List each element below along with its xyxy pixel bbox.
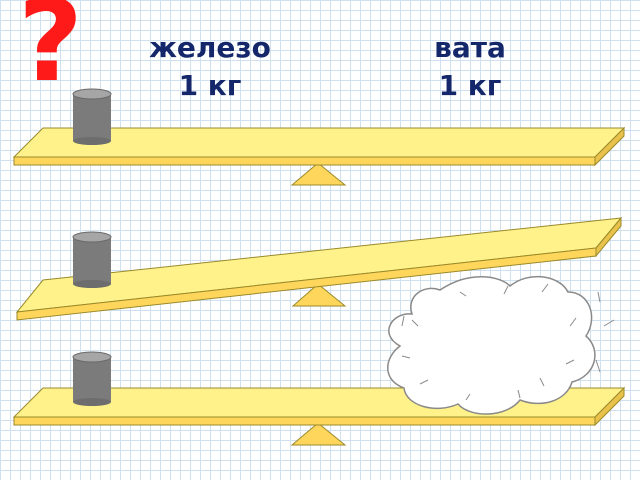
cotton-mass-label: 1 кг	[438, 69, 502, 102]
iron-mass-label: 1 кг	[178, 69, 242, 102]
scale-tilted-middle	[15, 216, 623, 321]
scale-level-top	[12, 88, 626, 186]
iron-weight-icon	[72, 231, 112, 288]
plank-front-edge	[13, 156, 596, 166]
fulcrum-icon	[290, 162, 347, 186]
cotton-cloud-icon	[387, 275, 615, 415]
cotton-label: вата	[434, 31, 506, 64]
plank-side-edge	[594, 386, 625, 427]
plank-side-edge	[594, 126, 625, 167]
iron-weight-icon	[72, 351, 112, 406]
question-mark: ?	[18, 0, 83, 107]
fulcrum-icon	[290, 422, 347, 446]
plank-front-edge	[13, 416, 596, 426]
iron-weight-icon	[72, 88, 112, 145]
plank-side-edge	[595, 216, 622, 258]
iron-label: железо	[149, 31, 271, 64]
fulcrum-icon	[291, 283, 347, 307]
